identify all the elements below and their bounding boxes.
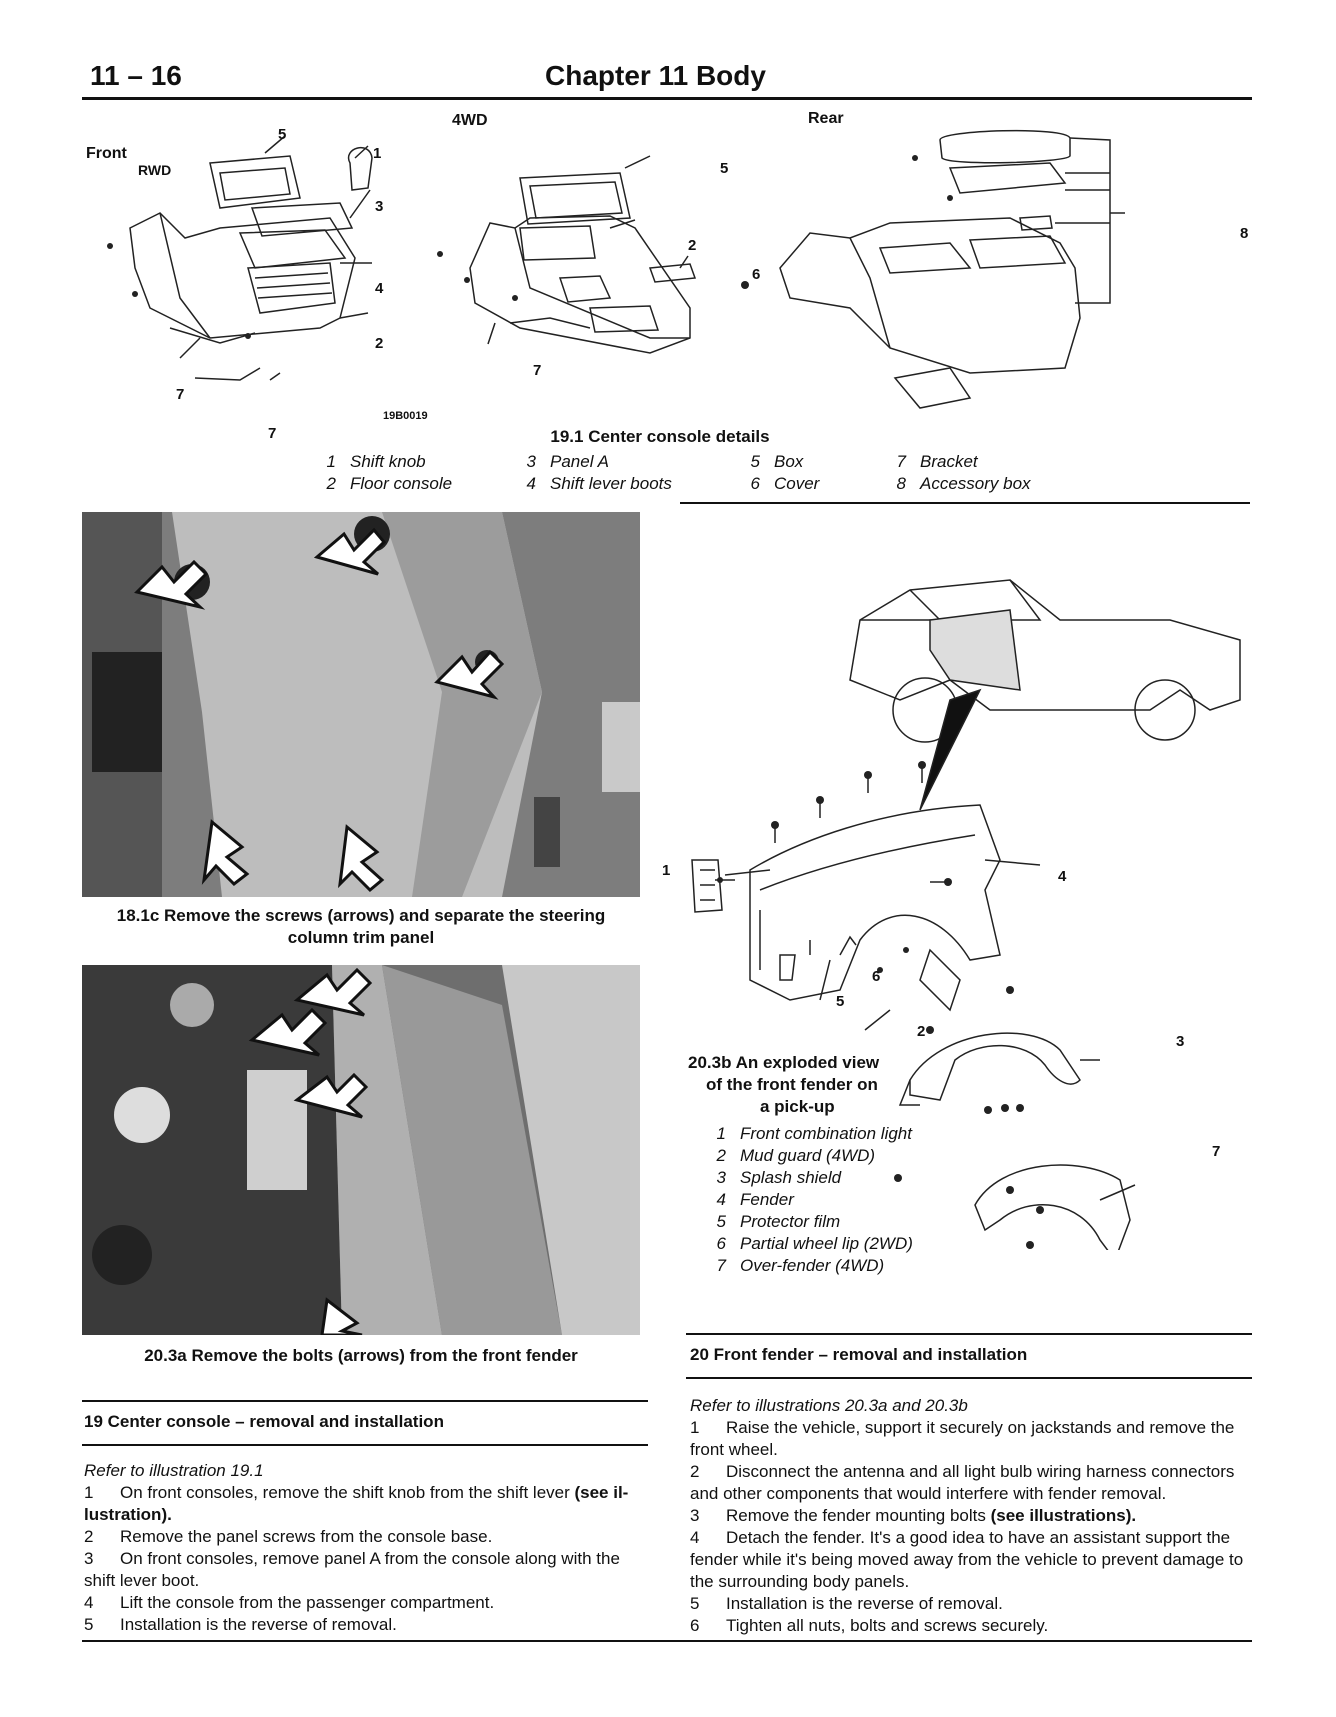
callout-19-5b: 5 <box>720 160 729 177</box>
step-20-1-cont: front wheel. <box>690 1440 778 1459</box>
step-20-4-cont2: the surrounding body panels. <box>690 1572 910 1591</box>
callout-20-1: 1 <box>662 862 671 879</box>
label-rear: Rear <box>808 110 844 127</box>
callout-19-1: 1 <box>373 145 382 162</box>
part-code: 19B0019 <box>383 410 428 422</box>
photo-18-1c-caption-2: column trim panel <box>287 928 435 947</box>
step-20-2-cont: and other components that would interfer… <box>690 1484 1167 1503</box>
section20-ref: Refer to illustrations 20.3a and 20.3b <box>690 1396 968 1415</box>
callout-20-7: 7 <box>1212 1143 1221 1160</box>
callout-19-6: 6 <box>752 266 761 283</box>
section20-rule-top <box>686 1333 1252 1335</box>
section20-rule-bottom <box>686 1377 1252 1379</box>
chapter-title: Chapter 11 Body <box>545 60 766 91</box>
section19-heading: 19 Center console – removal and installa… <box>84 1412 444 1431</box>
callout-19-7c: 7 <box>533 362 542 379</box>
step-20-4-cont: fender while it's being moved away from … <box>690 1550 1244 1569</box>
page-number: 11 – 16 <box>90 60 182 91</box>
section19-rule-bottom <box>82 1444 648 1446</box>
photo-18-1c-caption-1: 18.1c Remove the screws (arrows) and sep… <box>116 906 606 925</box>
callout-20-4: 4 <box>1058 868 1067 885</box>
callout-20-2: 2 <box>917 1023 926 1040</box>
callout-19-2b: 2 <box>688 237 697 254</box>
label-front: Front <box>86 145 127 162</box>
photo-18-1c-illustration <box>82 512 640 897</box>
fig20-3b-caption-1: 20.3b An exploded view <box>688 1053 880 1072</box>
callout-19-5a: 5 <box>278 126 287 143</box>
center-console-diagram <box>107 129 1125 409</box>
header-rule <box>82 97 1252 100</box>
footer-rule <box>82 1640 1252 1642</box>
callout-19-8: 8 <box>1240 225 1249 242</box>
callout-19-4: 4 <box>375 280 384 297</box>
photo-20-3a-illustration <box>82 965 640 1335</box>
callout-19-2a: 2 <box>375 335 384 352</box>
callout-20-6: 6 <box>872 968 881 985</box>
step-19-3-cont: shift lever boot. <box>84 1571 200 1590</box>
label-4wd: 4WD <box>452 112 488 129</box>
section19-rule-top <box>82 1400 648 1402</box>
photo-steering-column-trim <box>82 512 640 897</box>
callout-19-7a: 7 <box>176 386 185 403</box>
callout-20-5: 5 <box>836 993 845 1010</box>
photo-20-3a-caption: 20.3a Remove the bolts (arrows) from the… <box>144 1346 578 1365</box>
section20-heading: 20 Front fender – removal and installati… <box>690 1345 1028 1364</box>
section19-ref: Refer to illustration 19.1 <box>84 1461 264 1480</box>
photo-front-fender-bolts <box>82 965 640 1335</box>
fig19-1-caption: 19.1 Center console details <box>550 427 770 446</box>
label-rwd: RWD <box>138 162 172 178</box>
fig20-3b-caption-2: of the front fender on <box>706 1075 878 1094</box>
callout-20-3: 3 <box>1176 1033 1185 1050</box>
callout-19-7b: 7 <box>268 425 277 442</box>
front-fender-exploded-diagram <box>691 579 1241 1250</box>
callout-19-3: 3 <box>375 198 384 215</box>
fig20-3b-caption-3: a pick-up <box>760 1097 835 1116</box>
step-19-1-cont: lustration). <box>84 1505 172 1524</box>
fig19-1-rule <box>680 502 1250 504</box>
